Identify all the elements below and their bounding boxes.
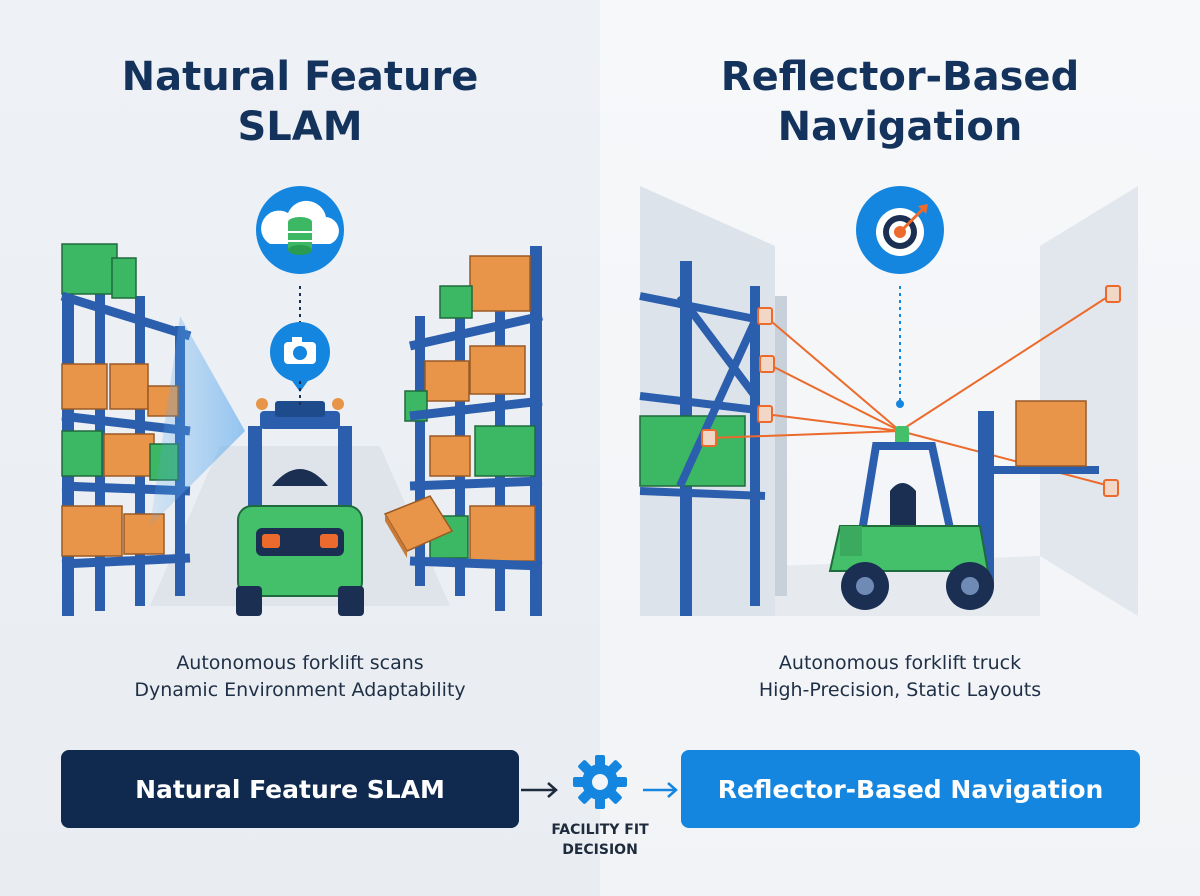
reflector-forklift bbox=[828, 400, 1099, 610]
target-icon bbox=[856, 186, 944, 274]
arrow-gear-to-right bbox=[643, 782, 678, 798]
reflector-caption: Autonomous forklift truck High-Precision… bbox=[758, 652, 1042, 701]
reflector-warehouse-illustration bbox=[639, 186, 1138, 616]
reflector-markers bbox=[701, 285, 1121, 497]
arrow-left-to-gear bbox=[521, 782, 558, 798]
cloud-database-icon bbox=[256, 186, 344, 274]
reflector-storage-rack bbox=[639, 261, 787, 616]
facility-fit-decision-label: FACILITY FIT DECISION bbox=[551, 822, 649, 858]
camera-icon bbox=[270, 322, 330, 392]
panel-natural-feature-slam: Natural Feature SLAM bbox=[0, 0, 600, 896]
panel-reflector-navigation: Reflector-Based Navigation bbox=[600, 0, 1200, 896]
scan-beam bbox=[150, 316, 245, 526]
option-reflector-navigation: Reflector-Based Navigation bbox=[681, 750, 1140, 828]
gear-icon bbox=[573, 755, 627, 809]
panel-title-slam: Natural Feature SLAM bbox=[121, 54, 479, 150]
right-storage-rack bbox=[404, 246, 543, 616]
moving-box bbox=[383, 495, 454, 558]
slam-warehouse-illustration bbox=[60, 186, 543, 616]
panel-title-reflector: Reflector-Based Navigation bbox=[720, 54, 1080, 150]
slam-forklift bbox=[236, 398, 364, 616]
laser-beams bbox=[709, 293, 1113, 487]
option-natural-feature-slam: Natural Feature SLAM bbox=[61, 750, 519, 828]
slam-caption: Autonomous forklift scans Dynamic Enviro… bbox=[134, 652, 466, 701]
decision-connector bbox=[521, 755, 678, 809]
